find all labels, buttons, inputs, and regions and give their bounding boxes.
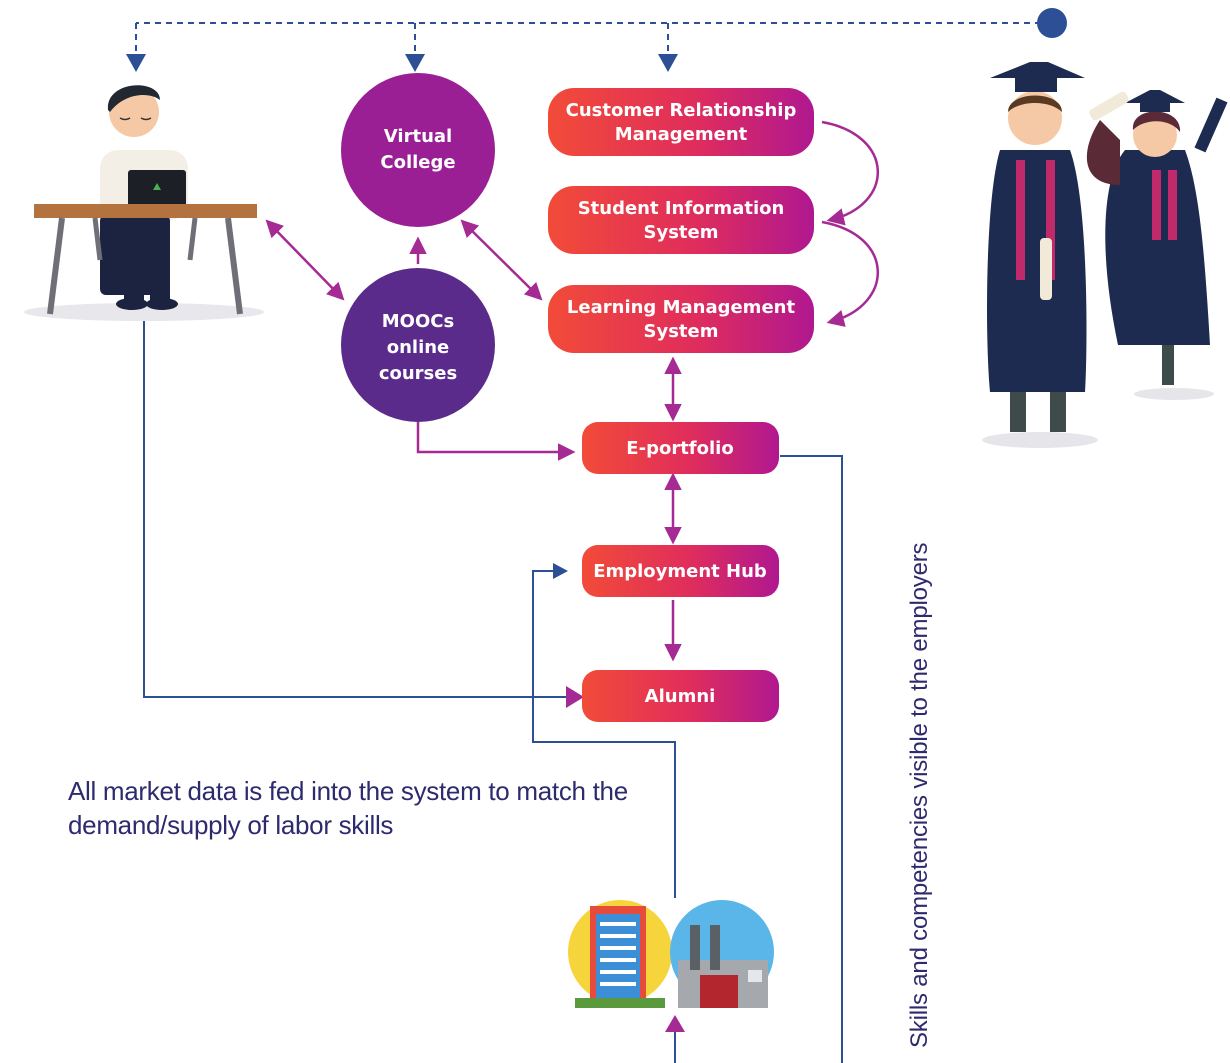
source-dot-icon	[1037, 8, 1067, 38]
virtual-college-line2: College	[380, 152, 455, 173]
alumni-node: Alumni	[582, 670, 779, 722]
graduates-illustration	[982, 62, 1228, 448]
virtual-college-line1: Virtual	[384, 126, 452, 147]
crm-line2: Management	[615, 124, 748, 145]
blue-connectors	[143, 318, 843, 1063]
sis-line2: System	[644, 222, 719, 243]
purple-connectors	[265, 120, 879, 662]
moocs-line3: courses	[379, 363, 457, 384]
lms-line2: System	[644, 321, 719, 342]
moocs-line1: MOOCs	[382, 311, 454, 332]
right-arrow-icon	[553, 563, 568, 579]
virtual-college-node: Virtual College	[341, 73, 495, 227]
moocs-line2: online	[387, 337, 450, 358]
person-at-laptop-illustration	[24, 85, 264, 321]
crm-node: Customer Relationship Management	[548, 88, 814, 156]
up-arrow-icon	[665, 1015, 685, 1032]
skills-visible-caption: Skills and competencies visible to the e…	[906, 542, 933, 1048]
down-arrow-icon	[658, 54, 678, 72]
eportfolio-node: E-portfolio	[582, 422, 779, 474]
employment-hub-label: Employment Hub	[593, 561, 767, 582]
down-arrow-icon	[126, 54, 146, 72]
dashed-distribution-line	[126, 8, 1067, 72]
lms-line1: Learning Management	[567, 297, 796, 318]
alumni-label: Alumni	[645, 686, 716, 707]
employment-hub-node: Employment Hub	[582, 545, 779, 597]
down-arrow-icon	[405, 54, 425, 72]
market-data-caption: All market data is fed into the system t…	[68, 776, 628, 840]
sis-line1: Student Information	[578, 198, 785, 219]
right-arrow-icon	[566, 686, 584, 708]
sis-node: Student Information System	[548, 186, 814, 254]
eportfolio-label: E-portfolio	[626, 438, 733, 459]
lms-node: Learning Management System	[548, 285, 814, 353]
buildings-illustration	[568, 900, 774, 1008]
laptop-logo-icon	[153, 183, 161, 190]
crm-line1: Customer Relationship	[566, 100, 797, 121]
moocs-node: MOOCs online courses	[341, 268, 495, 422]
